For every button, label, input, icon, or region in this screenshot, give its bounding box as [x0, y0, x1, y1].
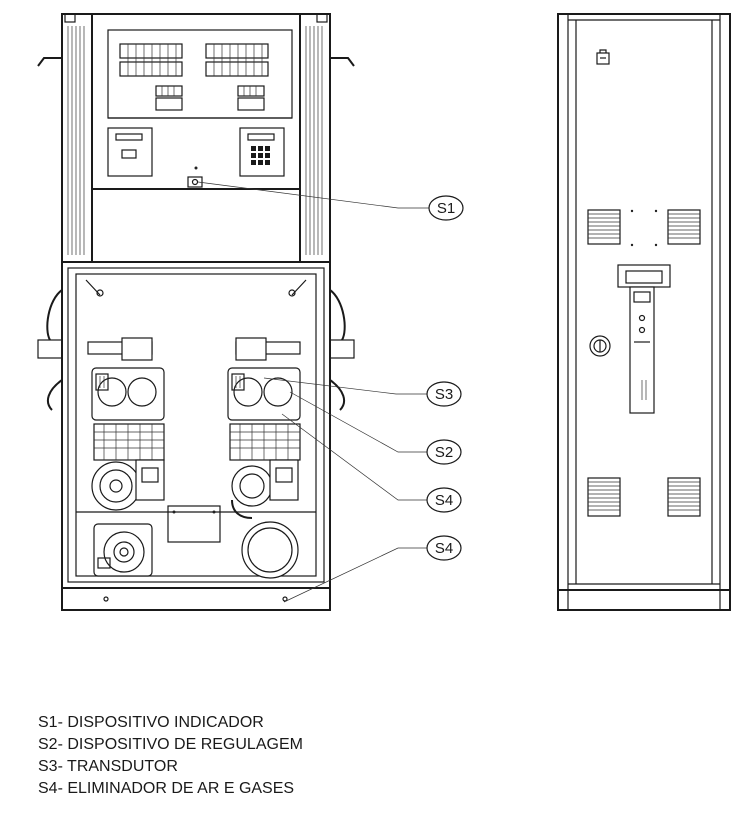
left-meter: [91, 367, 165, 511]
legend-item-s2: S2- DISPOSITIVO DE REGULAGEM: [38, 736, 303, 753]
callout-label: S3: [435, 386, 453, 403]
right-price-display: [205, 43, 269, 111]
callout-label: S4: [435, 540, 453, 557]
nozzle-holder: [617, 264, 671, 414]
callout-label: S4: [435, 492, 453, 509]
lower-vents: [587, 477, 701, 517]
legend-item-s1: S1- DISPOSITIVO INDICADOR: [38, 714, 264, 731]
callout-s4-lower: S4: [426, 535, 462, 561]
legend-item-s3: S3- TRANSDUTOR: [38, 758, 178, 775]
keypad-icon: [251, 146, 270, 165]
callout-leaders: [197, 181, 430, 603]
lock-icon: [596, 49, 610, 65]
dispenser-technical-drawing: S1 S3 S2 S4 S4: [37, 13, 731, 611]
callout-label: S1: [437, 200, 455, 217]
callout-s4-upper: S4: [426, 487, 462, 513]
left-price-display: [119, 43, 183, 111]
legend: S1- DISPOSITIVO INDICADOR S2- DISPOSITIV…: [38, 712, 303, 800]
callout-s3: S3: [426, 381, 462, 407]
right-motor: [241, 521, 299, 579]
side-view: [557, 13, 731, 611]
left-motor: [93, 523, 153, 577]
callout-s2: S2: [426, 439, 462, 465]
round-lock-icon: [589, 335, 611, 357]
front-view: [37, 13, 355, 611]
legend-item-s4: S4- ELIMINADOR DE AR E GASES: [38, 780, 295, 797]
upper-vents: [587, 209, 701, 247]
callout-s1: S1: [428, 195, 464, 221]
callout-label: S2: [435, 444, 453, 461]
right-meter: [227, 367, 301, 519]
